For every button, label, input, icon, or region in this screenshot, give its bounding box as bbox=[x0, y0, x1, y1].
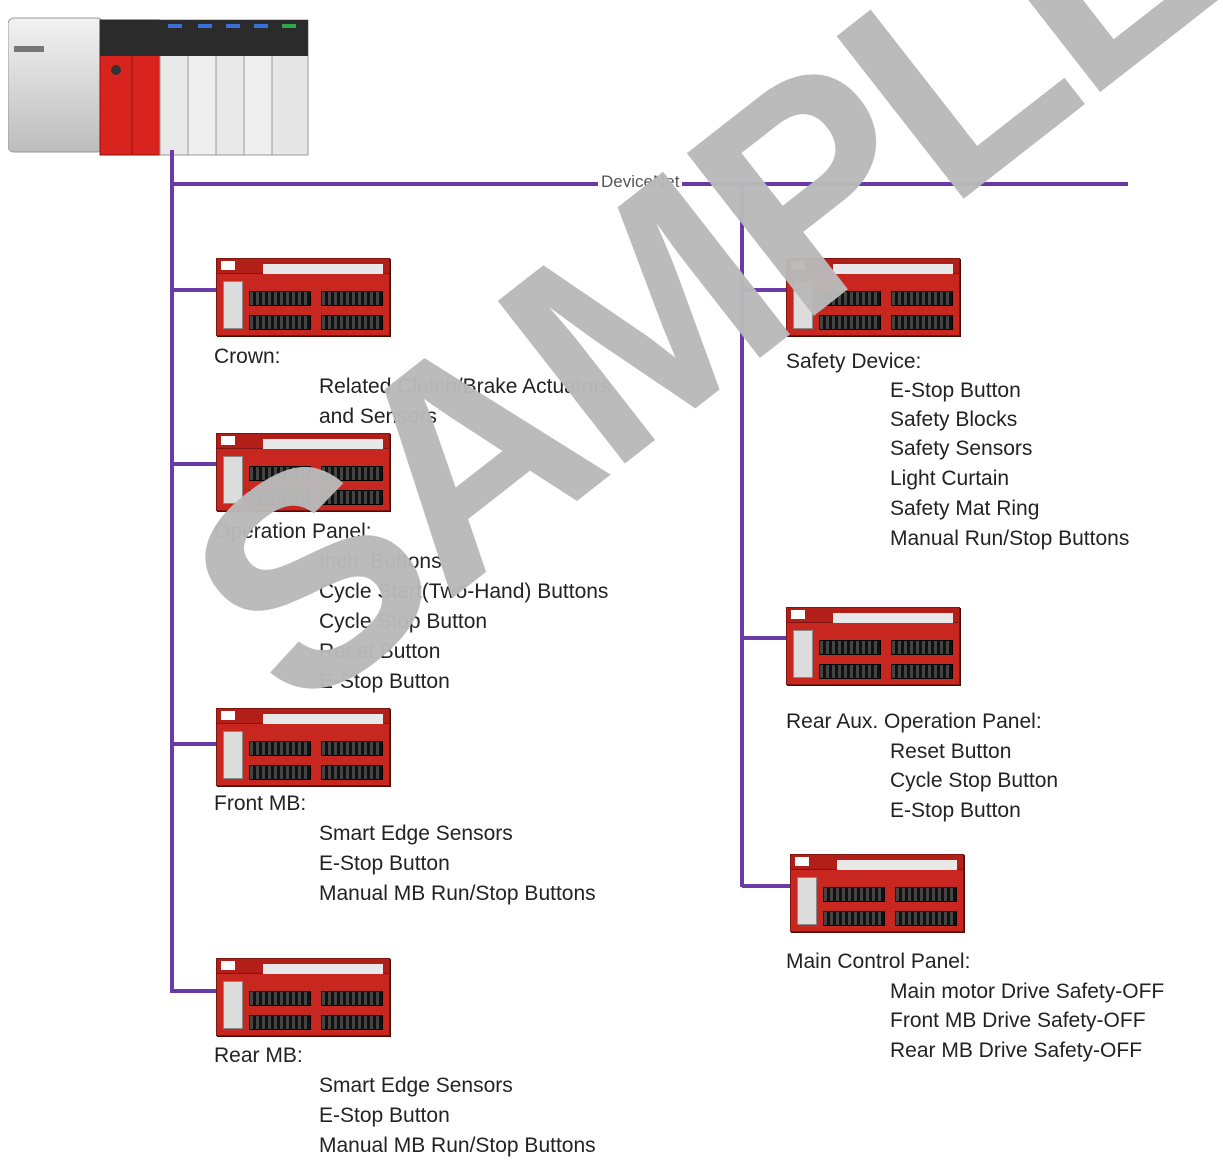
rear-mb-item: E-Stop Button bbox=[319, 1104, 450, 1128]
front-mb-item: Manual MB Run/Stop Buttons bbox=[319, 882, 596, 906]
rear-aux-panel-title: Rear Aux. Operation Panel: bbox=[786, 710, 1042, 734]
devicenet-label: DeviceNet bbox=[598, 172, 682, 192]
operation-panel-item: Cycle Start(Two-Hand) Buttons bbox=[319, 580, 608, 604]
rear-mb-item: Manual MB Run/Stop Buttons bbox=[319, 1134, 596, 1158]
rear-aux-panel-item: Reset Button bbox=[890, 740, 1011, 764]
main-control-panel-item: Rear MB Drive Safety-OFF bbox=[890, 1039, 1142, 1063]
stub-operation-panel bbox=[172, 462, 218, 466]
io-module-safety-device bbox=[786, 258, 960, 336]
io-module-rear-aux-panel bbox=[786, 607, 960, 685]
main-control-panel-item: Front MB Drive Safety-OFF bbox=[890, 1009, 1146, 1033]
operation-panel-item: E-Stop Button bbox=[319, 670, 450, 694]
io-module-operation-panel bbox=[216, 433, 390, 511]
io-module-main-control-panel bbox=[790, 854, 964, 932]
crown-item: and Sensors bbox=[319, 405, 437, 429]
safety-device-item: Manual Run/Stop Buttons bbox=[890, 527, 1129, 551]
rear-aux-panel-item: E-Stop Button bbox=[890, 799, 1021, 823]
front-mb-item: E-Stop Button bbox=[319, 852, 450, 876]
io-module-crown bbox=[216, 258, 390, 336]
safety-device-item: Safety Mat Ring bbox=[890, 497, 1039, 521]
operation-panel-item: Cycle Stop Button bbox=[319, 610, 487, 634]
stub-crown bbox=[172, 288, 218, 292]
safety-device-item: Light Curtain bbox=[890, 467, 1009, 491]
plc-drop-line bbox=[170, 150, 174, 993]
crown-item: Related Clutch/Brake Actuators bbox=[319, 375, 611, 399]
front-mb-title: Front MB: bbox=[214, 792, 306, 816]
plc-controller-rack bbox=[8, 10, 313, 160]
operation-panel-item: Inch. Buttons bbox=[319, 550, 442, 574]
operation-panel-title: Operation Panel: bbox=[214, 520, 372, 544]
crown-title: Crown: bbox=[214, 345, 281, 369]
stub-rear-mb bbox=[172, 989, 218, 993]
operation-panel-item: Reset Button bbox=[319, 640, 440, 664]
safety-device-item: Safety Blocks bbox=[890, 408, 1017, 432]
main-control-panel-title: Main Control Panel: bbox=[786, 950, 970, 974]
rear-mb-item: Smart Edge Sensors bbox=[319, 1074, 513, 1098]
safety-device-title: Safety Device: bbox=[786, 350, 921, 374]
rear-mb-title: Rear MB: bbox=[214, 1044, 303, 1068]
rear-aux-panel-item: Cycle Stop Button bbox=[890, 769, 1058, 793]
safety-device-item: E-Stop Button bbox=[890, 379, 1021, 403]
io-module-front-mb bbox=[216, 708, 390, 786]
safety-device-item: Safety Sensors bbox=[890, 437, 1032, 461]
front-mb-item: Smart Edge Sensors bbox=[319, 822, 513, 846]
main-control-panel-item: Main motor Drive Safety-OFF bbox=[890, 980, 1164, 1004]
stub-main-control-panel bbox=[742, 884, 792, 888]
io-module-rear-mb bbox=[216, 958, 390, 1036]
stub-front-mb bbox=[172, 742, 218, 746]
stub-safety-device bbox=[742, 288, 788, 292]
stub-rear-aux-panel bbox=[742, 636, 788, 640]
